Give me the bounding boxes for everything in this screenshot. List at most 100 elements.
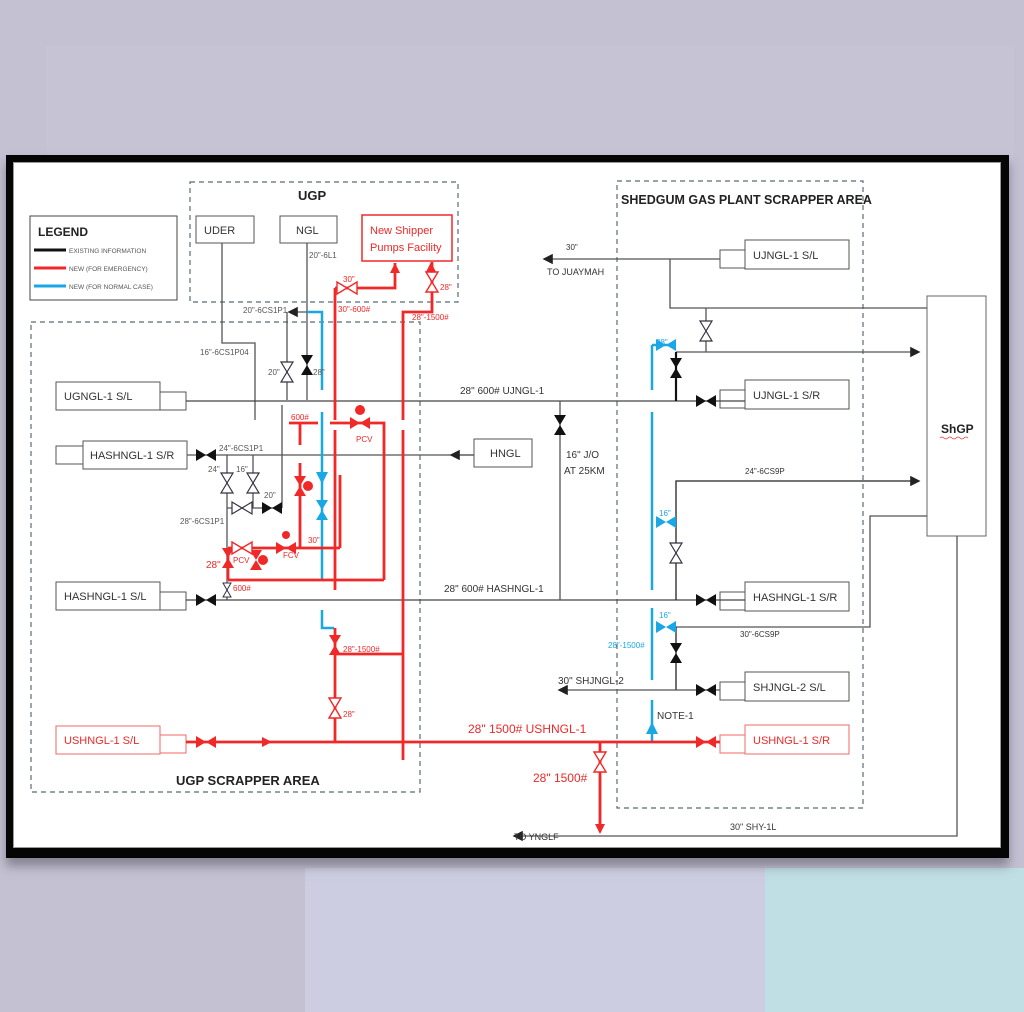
svg-text:30": 30"	[308, 536, 320, 545]
svg-text:TO YNGLF: TO YNGLF	[514, 832, 559, 842]
normal-case-lines	[307, 310, 672, 742]
background-bottom-middle	[305, 868, 765, 1012]
svg-text:PCV: PCV	[356, 435, 373, 444]
svg-text:AT 25KM: AT 25KM	[564, 466, 605, 477]
svg-text:28": 28"	[343, 710, 355, 719]
svg-text:24"-6CS1P1: 24"-6CS1P1	[219, 444, 264, 453]
valve-icon	[698, 320, 714, 342]
ugngl-scraper-launcher: UGNGL-1 S/L	[55, 381, 187, 411]
shedgum-area-title: SHEDGUM GAS PLANT SCRAPPER AREA	[621, 193, 872, 207]
valve-icon	[656, 516, 676, 528]
control-valve-actuator-icon	[303, 481, 313, 491]
svg-text:20"-6L1: 20"-6L1	[309, 251, 337, 260]
legend: LEGEND EXISTING INFORMATION NEW (FOR EME…	[29, 215, 178, 301]
svg-text:28"-1500#: 28"-1500#	[412, 313, 449, 322]
svg-text:16": 16"	[236, 465, 248, 474]
flow-arrow	[390, 263, 400, 273]
ugp-area-title: UGP	[298, 188, 327, 203]
svg-text:28": 28"	[656, 338, 668, 347]
background-bottom-right	[765, 868, 1024, 1012]
existing-lines	[186, 243, 958, 842]
valve-icon	[329, 635, 341, 655]
svg-text:UJNGL-1 S/L: UJNGL-1 S/L	[753, 250, 818, 262]
svg-text:NGL: NGL	[296, 225, 319, 237]
legend-title: LEGEND	[38, 225, 88, 239]
svg-text:30": 30"	[566, 243, 578, 252]
svg-text:NOTE-1: NOTE-1	[657, 711, 694, 722]
ugp-scrapper-area-title: UGP SCRAPPER AREA	[176, 773, 320, 788]
valve-icon	[231, 500, 253, 516]
valve-icon	[696, 684, 716, 696]
svg-text:Pumps Facility: Pumps Facility	[370, 242, 442, 254]
ugp-area-boundary	[189, 181, 459, 303]
valve-icon	[196, 594, 216, 606]
svg-text:20": 20"	[268, 368, 280, 377]
svg-text:600#: 600#	[291, 413, 309, 422]
svg-text:28": 28"	[313, 368, 325, 377]
svg-text:UDER: UDER	[204, 225, 235, 237]
svg-text:20": 20"	[264, 491, 276, 500]
shgp-box: ShGP	[926, 295, 987, 537]
valve-icon	[301, 355, 313, 375]
svg-text:UJNGL-1 S/R: UJNGL-1 S/R	[753, 390, 820, 402]
svg-text:30"-600#: 30"-600#	[338, 305, 371, 314]
svg-text:16": 16"	[659, 611, 671, 620]
svg-text:16"-6CS1P04: 16"-6CS1P04	[200, 348, 249, 357]
valves	[196, 271, 716, 773]
legend-label-existing: EXISTING INFORMATION	[69, 248, 146, 255]
svg-text:30" SHJNGL-2: 30" SHJNGL-2	[558, 676, 624, 687]
svg-text:UGNGL-1 S/L: UGNGL-1 S/L	[64, 391, 132, 403]
valve-icon	[196, 736, 216, 748]
svg-text:HASHNGL-1 S/R: HASHNGL-1 S/R	[753, 592, 837, 604]
svg-text:PCV: PCV	[233, 556, 250, 565]
flow-arrow	[426, 262, 436, 272]
svg-text:28"-6CS1P1: 28"-6CS1P1	[180, 517, 225, 526]
flow-arrow	[262, 737, 272, 747]
valve-icon	[670, 358, 682, 378]
legend-label-emergency: NEW (FOR EMERGENCY)	[69, 266, 148, 273]
svg-text:16" J/O: 16" J/O	[566, 450, 599, 461]
svg-text:20"-6CS1P1: 20"-6CS1P1	[243, 306, 288, 315]
shedgum-area-boundary	[616, 180, 864, 809]
svg-text:28" 1500#: 28" 1500#	[533, 771, 588, 785]
background-bottom-left	[0, 868, 305, 1012]
svg-text:ShGP: ShGP	[941, 422, 974, 436]
valve-icon	[350, 417, 370, 429]
svg-text:USHNGL-1 S/R: USHNGL-1 S/R	[753, 735, 830, 747]
fcv-actuator-icon	[282, 531, 290, 539]
ushngl-scraper-receiver: USHNGL-1 S/R	[719, 724, 850, 755]
valve-icon	[696, 594, 716, 606]
valve-icon	[219, 472, 235, 494]
svg-text:28"-1500#: 28"-1500#	[608, 641, 645, 650]
hashngl-scraper-launcher: HASHNGL-1 S/L	[55, 581, 187, 611]
pcv-actuator-icon	[258, 555, 268, 565]
svg-text:30"-6CS9P: 30"-6CS9P	[740, 630, 780, 639]
valve-icon	[670, 643, 682, 663]
valve-icon	[554, 415, 566, 435]
uder-box: UDER	[195, 215, 255, 244]
hashngl-scraper-receiver-right: HASHNGL-1 S/R	[719, 581, 850, 612]
line-labels: 20"-6L1 20"-6CS1P1 16"-6CS1P04 30" 30"-6…	[180, 243, 785, 842]
valve-icon	[245, 472, 261, 494]
svg-text:30": 30"	[343, 275, 355, 284]
valve-icon	[279, 361, 295, 383]
svg-text:TO JUAYMAH: TO JUAYMAH	[547, 267, 604, 277]
valve-icon	[222, 582, 232, 598]
new-shipper-pumps-box: New Shipper Pumps Facility	[361, 214, 453, 262]
pcv-actuator-icon	[355, 405, 365, 415]
valve-icon	[424, 271, 440, 293]
background-panel	[46, 46, 1014, 160]
svg-text:16": 16"	[659, 509, 671, 518]
valve-icon	[262, 502, 282, 514]
ugp-scrapper-area-boundary	[30, 321, 421, 793]
valve-icon	[336, 280, 358, 296]
svg-text:HASHNGL-1 S/R: HASHNGL-1 S/R	[90, 450, 174, 462]
svg-text:USHNGL-1 S/L: USHNGL-1 S/L	[64, 735, 139, 747]
valve-icon	[196, 449, 216, 461]
valve-icon	[316, 500, 328, 520]
valve-icon	[656, 621, 676, 633]
svg-text:HASHNGL-1 S/L: HASHNGL-1 S/L	[64, 591, 147, 603]
valve-icon	[696, 736, 716, 748]
valve-icon	[592, 751, 608, 773]
valve-icon	[250, 550, 262, 570]
